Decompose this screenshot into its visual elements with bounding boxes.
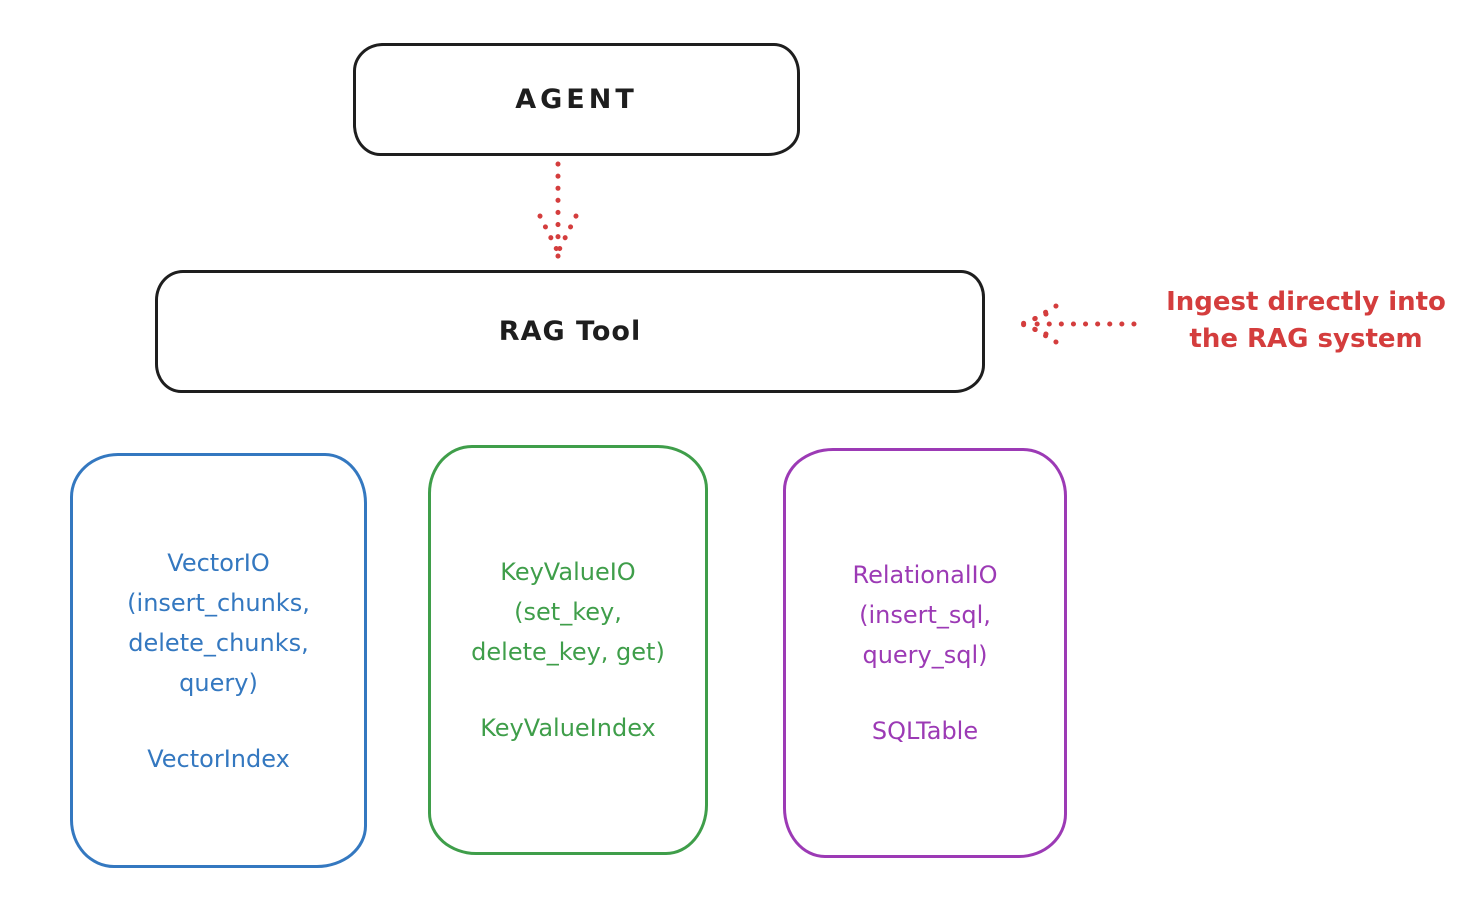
- vector-io-param-line: query): [179, 668, 258, 697]
- rag-tool-node: RAG Tool: [155, 270, 985, 393]
- key-value-io-title: KeyValueIO: [500, 558, 636, 586]
- arrowhead-bottom-stroke: [1023, 321, 1059, 345]
- key-value-index-label: KeyValueIndex: [480, 714, 656, 742]
- key-value-io-node: KeyValueIO (set_key, delete_key, get) Ke…: [428, 445, 708, 855]
- vector-io-node: VectorIO (insert_chunks, delete_chunks, …: [70, 453, 367, 868]
- ingest-annotation: Ingest directly into the RAG system: [1138, 284, 1474, 358]
- vector-index-label: VectorIndex: [147, 744, 290, 773]
- ingest-annotation-line1: Ingest directly into: [1166, 287, 1446, 317]
- arrow-ingest-to-ragtool: [1019, 303, 1137, 345]
- arrowhead-inner-top-stroke: [1019, 311, 1049, 327]
- arrow-agent-to-ragtool: [537, 161, 579, 259]
- relational-io-node: RelationalIO (insert_sql, query_sql) SQL…: [783, 448, 1067, 858]
- arrowhead-inner-bottom-stroke: [1019, 321, 1049, 337]
- relational-io-title: RelationalIO: [852, 561, 998, 589]
- vector-io-title: VectorIO: [167, 548, 270, 577]
- agent-label: AGENT: [515, 84, 638, 115]
- relational-io-param-line: query_sql): [862, 641, 988, 669]
- key-value-io-param-line: delete_key, get): [471, 638, 665, 666]
- vector-io-param-line: delete_chunks,: [128, 628, 309, 657]
- arrowhead-top-stroke: [1023, 303, 1059, 327]
- arrowhead-left-stroke: [537, 213, 561, 255]
- agent-node: AGENT: [353, 43, 800, 156]
- relational-io-param-line: (insert_sql,: [859, 601, 991, 629]
- vector-io-param-line: (insert_chunks,: [127, 588, 310, 617]
- arrowhead-right-stroke: [555, 213, 579, 255]
- rag-tool-label: RAG Tool: [498, 316, 642, 347]
- ingest-annotation-line2: the RAG system: [1189, 324, 1423, 354]
- key-value-io-param-line: (set_key,: [514, 598, 622, 626]
- sql-table-label: SQLTable: [871, 717, 979, 745]
